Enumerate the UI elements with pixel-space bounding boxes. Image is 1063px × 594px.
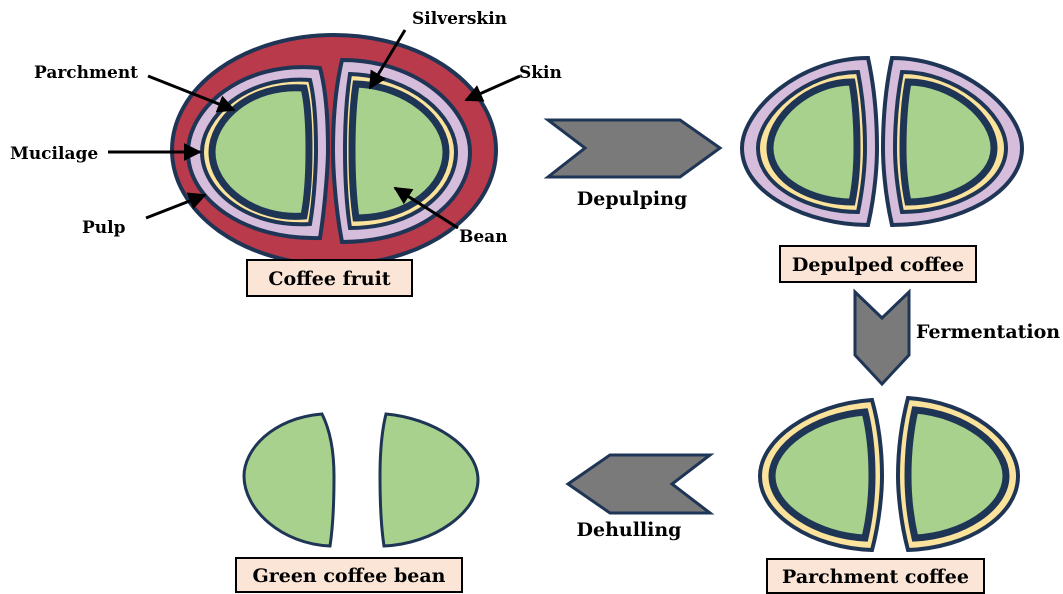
step-label-depulping: Depulping <box>577 188 687 210</box>
stage-box-parchment-coffee: Parchment coffee <box>767 559 984 593</box>
step-label-dehulling: Dehulling <box>577 519 682 541</box>
label-mucilage: Mucilage <box>10 144 98 164</box>
stage-label-parchment-coffee: Parchment coffee <box>782 566 969 588</box>
stage-box-green-coffee-bean: Green coffee bean <box>236 558 462 592</box>
step-arrow-fermentation <box>855 292 909 384</box>
label-parchment: Parchment <box>34 63 138 83</box>
parchment-coffee <box>760 398 1018 550</box>
green-coffee-bean <box>244 414 478 546</box>
step-arrow-depulping <box>548 120 720 177</box>
label-silverskin: Silverskin <box>412 9 507 29</box>
stage-label-depulped-coffee: Depulped coffee <box>792 254 964 276</box>
label-skin: Skin <box>519 63 562 83</box>
stage-box-depulped-coffee: Depulped coffee <box>780 246 976 282</box>
stage-label-green-coffee-bean: Green coffee bean <box>253 565 446 587</box>
stage-label-coffee-fruit: Coffee fruit <box>268 268 390 290</box>
step-label-fermentation: Fermentation <box>916 321 1060 343</box>
coffee-fruit <box>172 35 496 265</box>
depulped-coffee <box>742 58 1022 225</box>
step-arrow-dehulling <box>568 455 710 513</box>
stage-box-coffee-fruit: Coffee fruit <box>247 260 412 296</box>
pointer-skin <box>466 76 520 100</box>
label-bean: Bean <box>459 227 508 247</box>
label-pulp: Pulp <box>82 218 126 238</box>
